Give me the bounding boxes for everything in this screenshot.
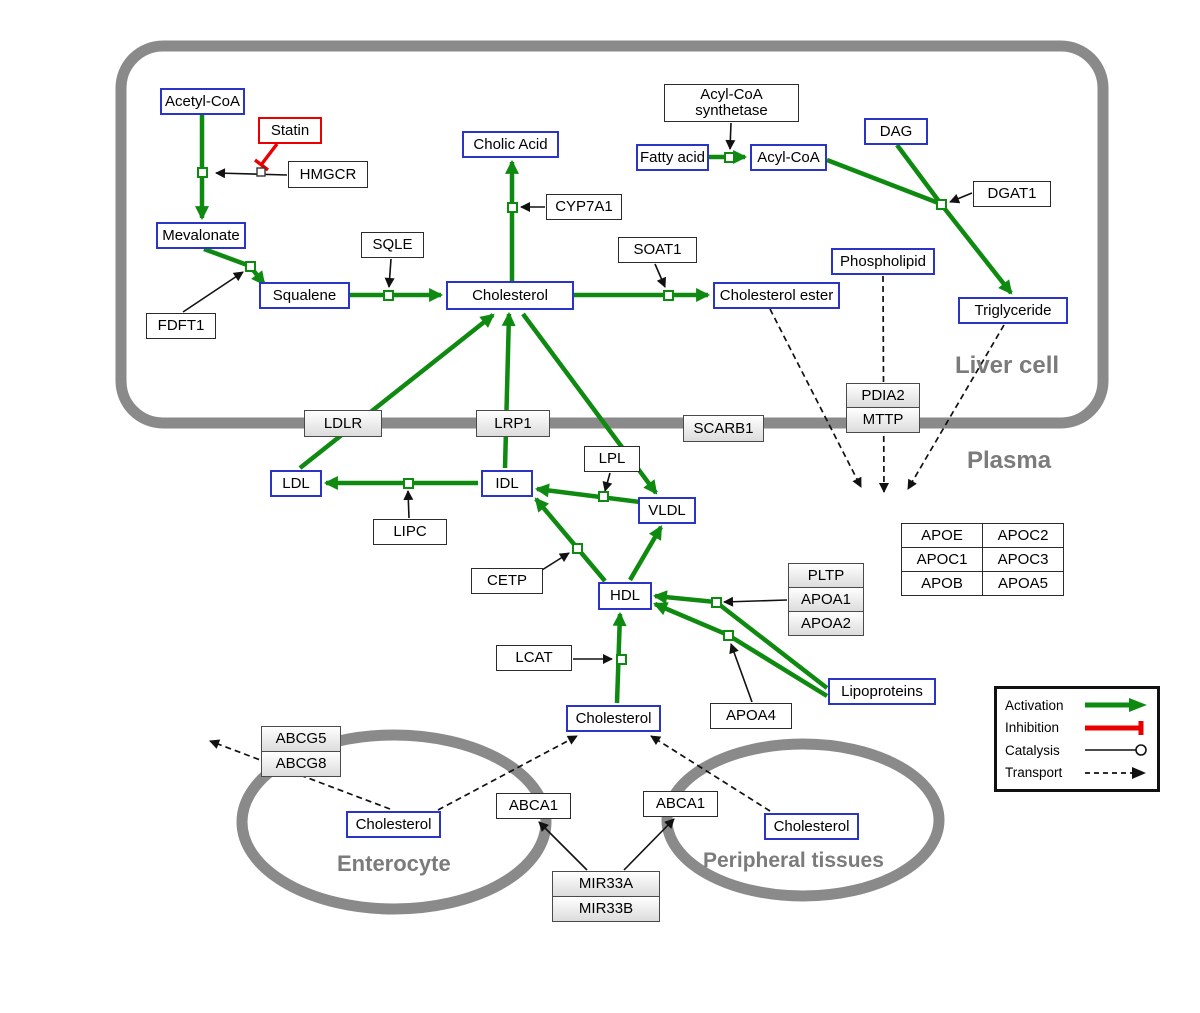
legend-catalysis-label: Catalysis [1005,742,1060,758]
node-dag[interactable]: DAG [864,118,928,145]
node-abca1-peripheral[interactable]: ABCA1 [643,791,718,817]
legend-activation-label: Activation [1005,697,1064,713]
peripheral-tissues-label: Peripheral tissues [703,849,884,872]
node-idl[interactable]: IDL [481,470,533,497]
node-scarb1[interactable]: SCARB1 [683,415,764,442]
legend-transport-label: Transport [1005,765,1063,781]
reaction-nodes[interactable] [197,152,947,665]
node-abcg5[interactable]: ABCG5 [261,726,341,752]
node-mir33b[interactable]: MIR33B [552,896,660,922]
node-lipoproteins[interactable]: Lipoproteins [828,678,936,705]
node-vldl[interactable]: VLDL [638,497,696,524]
node-fatty-acid[interactable]: Fatty acid [636,144,709,171]
node-cholesterol-peripheral[interactable]: Cholesterol [764,813,859,840]
inhibition-tbar-icon [1085,720,1144,735]
node-lrp1[interactable]: LRP1 [476,410,550,437]
legend-row-transport: Transport [1005,762,1149,784]
node-cholesterol-plasma[interactable]: Cholesterol [566,705,661,732]
liver-cell-membrane [115,40,1109,429]
membranes [115,40,1109,915]
transport-edges [209,275,1005,812]
node-cholesterol-ester[interactable]: Cholesterol ester [713,282,840,309]
node-soat1[interactable]: SOAT1 [618,237,697,263]
node-apoa4[interactable]: APOA4 [710,703,792,729]
node-hdl[interactable]: HDL [598,582,652,610]
catalysis-port [256,167,266,177]
apo-table-cell-apoe[interactable]: APOE [901,523,983,548]
node-cholesterol-enterocyte[interactable]: Cholesterol [346,811,441,838]
node-lipc[interactable]: LIPC [373,519,447,545]
node-pdia2[interactable]: PDIA2 [846,383,920,408]
node-mevalonate[interactable]: Mevalonate [156,222,246,249]
node-acyl-coa[interactable]: Acyl-CoA [750,144,827,171]
catalysis-line-icon [1085,744,1147,757]
node-apoa2[interactable]: APOA2 [788,611,864,636]
legend-row-activation: Activation [1005,694,1149,716]
activation-edges [195,115,1013,704]
node-mttp[interactable]: MTTP [846,407,920,433]
apo-table-cell-apoc3[interactable]: APOC3 [982,547,1064,572]
inhibition-edge [253,142,279,172]
legend-row-catalysis: Catalysis [1005,739,1149,761]
node-abcg8[interactable]: ABCG8 [261,751,341,777]
plasma-label: Plasma [967,447,1052,474]
node-statin[interactable]: Statin [258,117,322,144]
enterocyte-label: Enterocyte [337,851,451,876]
node-cetp[interactable]: CETP [471,568,543,594]
node-squalene[interactable]: Squalene [259,282,350,309]
node-cholic-acid[interactable]: Cholic Acid [462,131,559,158]
node-cyp7a1[interactable]: CYP7A1 [546,194,622,220]
transport-arrow-icon [1085,766,1146,779]
node-acetyl-coa[interactable]: Acetyl-CoA [160,88,245,115]
legend: Activation Inhibition Catalysis Transpor… [994,686,1160,792]
node-abca1-enterocyte[interactable]: ABCA1 [496,793,571,819]
node-cholesterol-liver[interactable]: Cholesterol [446,281,574,310]
node-fdft1[interactable]: FDFT1 [146,313,216,339]
node-phospholipid[interactable]: Phospholipid [831,248,935,275]
node-ldl[interactable]: LDL [270,470,322,497]
catalysis-edges [182,122,973,871]
apo-table-cell-apoa5[interactable]: APOA5 [982,571,1064,596]
node-apoa1[interactable]: APOA1 [788,587,864,612]
legend-row-inhibition: Inhibition [1005,717,1149,739]
legend-inhibition-label: Inhibition [1005,720,1060,736]
apo-table-cell-apob[interactable]: APOB [901,571,983,596]
node-ldlr[interactable]: LDLR [304,410,382,437]
activation-arrow-icon [1085,698,1147,712]
liver-cell-label: Liver cell [955,352,1060,379]
apo-table-cell-apoc1[interactable]: APOC1 [901,547,983,572]
node-dgat1[interactable]: DGAT1 [973,181,1051,207]
node-mir33a[interactable]: MIR33A [552,871,660,897]
node-lpl[interactable]: LPL [584,446,640,472]
node-acyl-coa-synthetase[interactable]: Acyl-CoA synthetase [664,84,799,122]
node-lcat[interactable]: LCAT [496,645,572,671]
node-pltp[interactable]: PLTP [788,563,864,588]
node-hmgcr[interactable]: HMGCR [288,161,368,188]
apo-table-cell-apoc2[interactable]: APOC2 [982,523,1064,548]
node-triglyceride[interactable]: Triglyceride [958,297,1068,324]
node-sqle[interactable]: SQLE [361,232,424,258]
